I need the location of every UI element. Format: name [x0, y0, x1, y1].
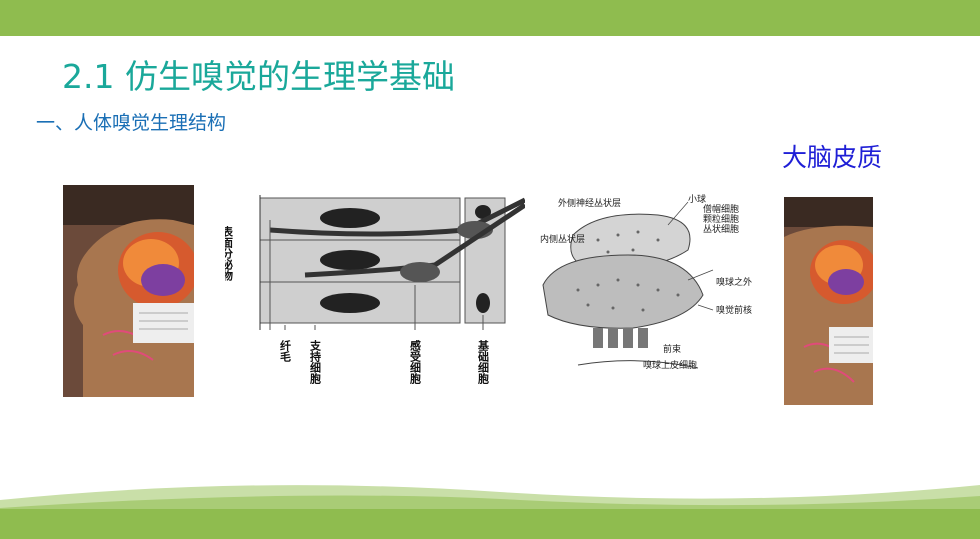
- label-basal-cell: 基础细胞: [477, 339, 491, 385]
- olfactory-bulb-diagram: 外侧神经丛状层 小球 僧帽细胞 颗粒细胞 丛状细胞 内侧丛状层 嗅球之外 嗅觉前…: [538, 190, 768, 385]
- label-glomerulus: 小球: [688, 193, 706, 205]
- label-olfactory-epithelium: 嗅球上皮细胞: [643, 359, 697, 371]
- olfactory-cell-diagram: 表面分泌物 纤毛 支持细胞 感受细胞 基础细胞: [225, 190, 525, 385]
- label-receptor-cell: 感受细胞: [409, 339, 422, 385]
- label-anterior-olfactory: 嗅觉前核: [716, 304, 752, 316]
- label-cilia: 纤毛: [279, 339, 292, 363]
- label-outside-bulb: 嗅球之外: [716, 276, 752, 288]
- slide-title: 2.1 仿生嗅觉的生理学基础: [62, 57, 455, 96]
- label-inner-plexiform: 内侧丛状层: [540, 233, 585, 245]
- cortex-brain-image: [784, 197, 873, 405]
- slide-subtitle: 一、人体嗅觉生理结构: [36, 112, 227, 134]
- label-mitral-cell: 僧帽细胞: [703, 203, 739, 215]
- face-brain-image: [63, 185, 194, 397]
- header-bar: [0, 0, 980, 36]
- label-outer-plexiform: 外侧神经丛状层: [558, 197, 621, 209]
- label-anterior-tract: 前束: [663, 343, 681, 355]
- label-surface-secretion: 表面分泌物: [225, 225, 234, 282]
- label-supporting-cell: 支持细胞: [309, 339, 323, 385]
- footer-bar: [0, 509, 980, 539]
- label-granule-cell: 颗粒细胞: [703, 213, 739, 225]
- label-tufted-cell: 丛状细胞: [703, 223, 739, 235]
- cortex-label: 大脑皮质: [782, 143, 883, 172]
